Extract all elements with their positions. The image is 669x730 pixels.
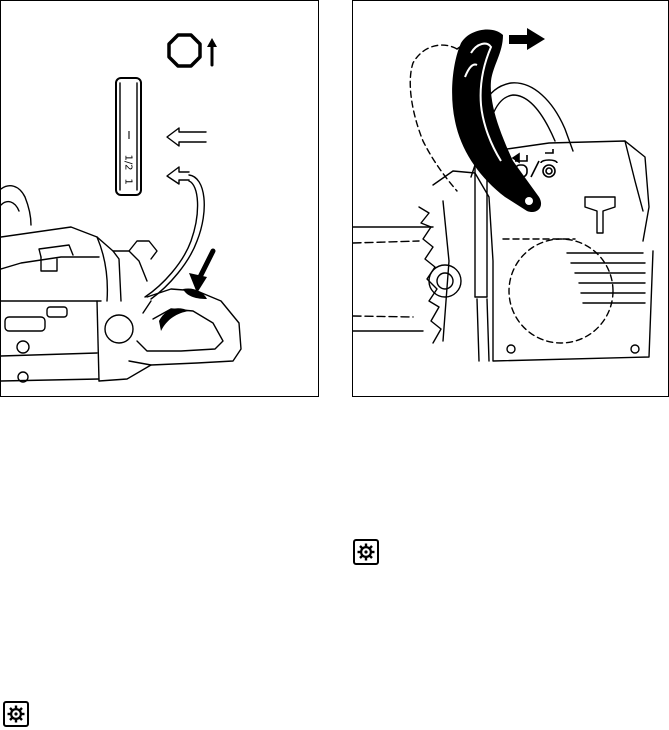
press-arrow-icon: [189, 251, 213, 293]
illustration-chain-brake: [352, 0, 669, 397]
service-gear-icon: [3, 701, 29, 727]
stop-switch-drawing: [1, 1, 319, 397]
illustration-stop-switch: I 1/2 1: [0, 0, 319, 397]
stop-up-icon: [169, 35, 217, 66]
switch-label-full: 1: [123, 167, 134, 197]
service-gear-icon: [353, 539, 379, 565]
push-forward-arrow-icon: [509, 28, 545, 50]
chain-brake-drawing: [353, 1, 669, 397]
switch-label-run: I: [122, 129, 136, 142]
